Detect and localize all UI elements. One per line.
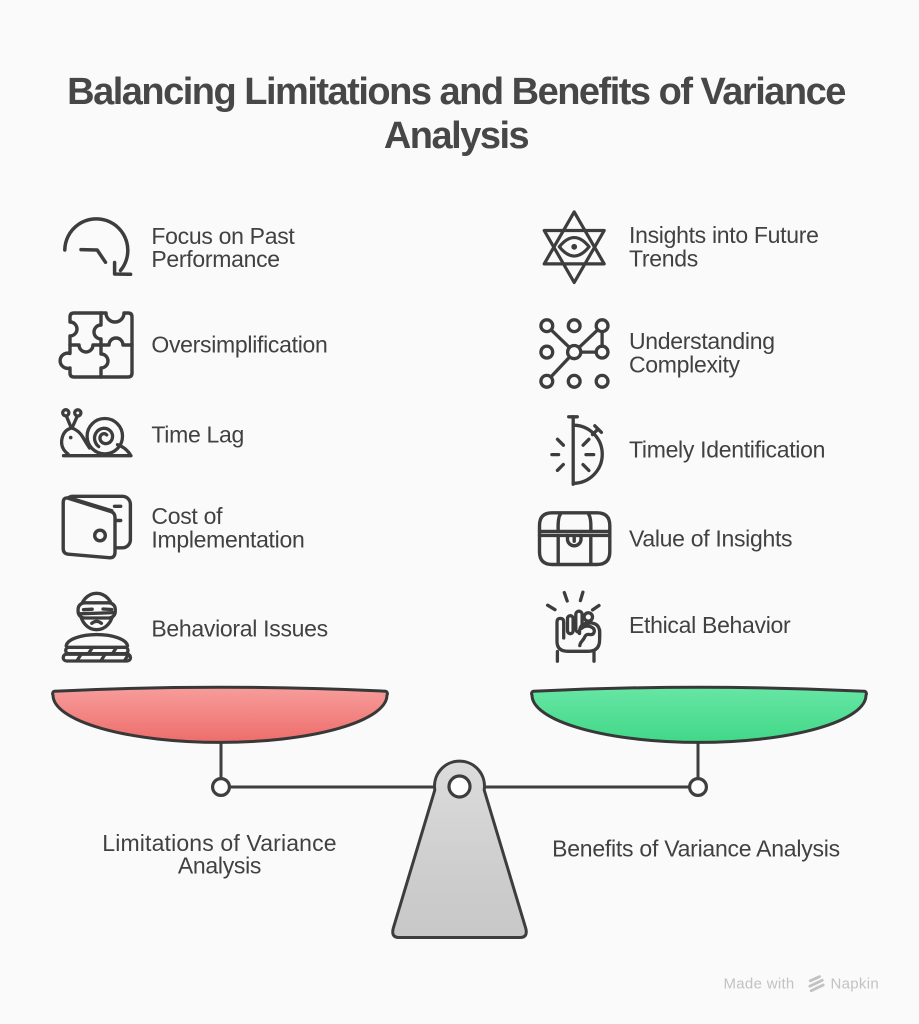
- svg-text:Time Lag: Time Lag: [151, 421, 244, 447]
- svg-text:Value of Insights: Value of Insights: [629, 525, 792, 551]
- svg-text:Trends: Trends: [629, 245, 698, 271]
- svg-text:Understanding: Understanding: [629, 328, 775, 354]
- svg-text:Complexity: Complexity: [629, 352, 741, 378]
- svg-text:Napkin: Napkin: [831, 976, 880, 993]
- svg-text:Analysis: Analysis: [178, 853, 261, 879]
- svg-text:Oversimplification: Oversimplification: [151, 332, 327, 358]
- svg-text:Insights into Future: Insights into Future: [629, 222, 819, 248]
- svg-text:Focus on Past: Focus on Past: [151, 223, 295, 249]
- svg-text:Made with: Made with: [724, 976, 795, 993]
- svg-text:Ethical Behavior: Ethical Behavior: [629, 612, 791, 638]
- svg-text:Behavioral Issues: Behavioral Issues: [151, 616, 327, 642]
- svg-text:Balancing Limitations and Bene: Balancing Limitations and Benefits of Va…: [67, 71, 845, 113]
- svg-text:Timely Identification: Timely Identification: [629, 437, 825, 463]
- svg-text:Performance: Performance: [151, 246, 279, 272]
- svg-text:Analysis: Analysis: [384, 115, 529, 157]
- svg-text:Implementation: Implementation: [151, 526, 304, 552]
- svg-text:Limitations of Variance: Limitations of Variance: [102, 830, 336, 856]
- svg-text:Benefits of Variance Analysis: Benefits of Variance Analysis: [552, 836, 840, 862]
- svg-text:Cost of: Cost of: [151, 503, 223, 529]
